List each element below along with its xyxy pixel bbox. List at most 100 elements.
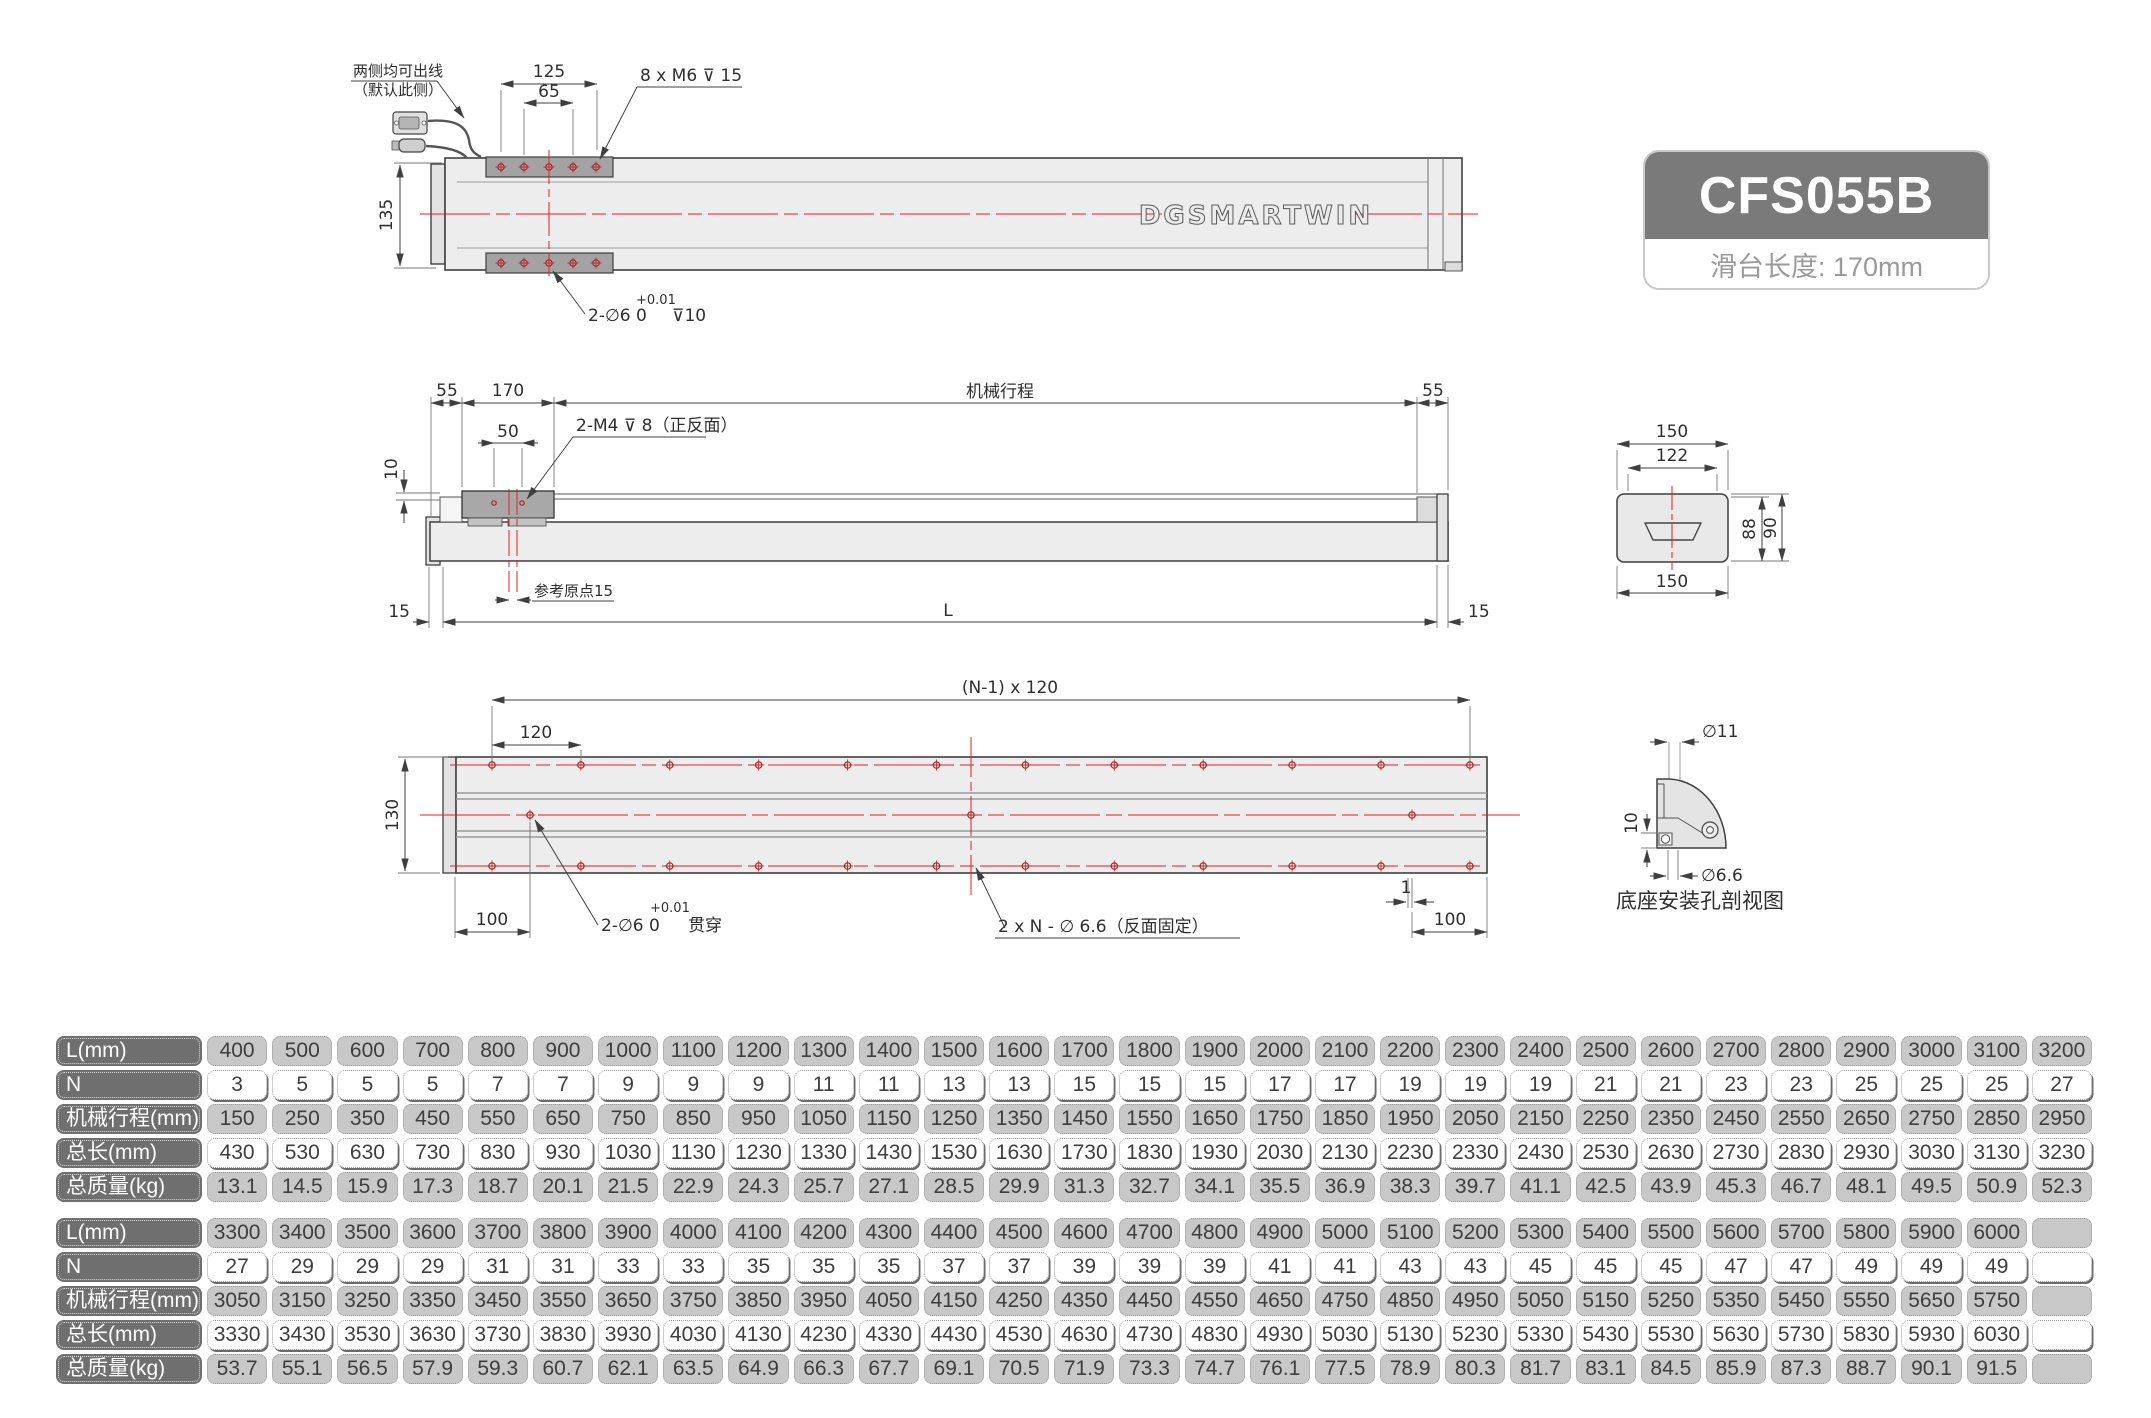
table-cell: 25 [1901,1070,1962,1100]
table-cell: 1950 [1380,1104,1441,1134]
table-cell: 5100 [1380,1218,1441,1248]
table-cell: 5730 [1771,1320,1832,1350]
dim-L: L [943,601,953,621]
table-cell: 5000 [1314,1218,1376,1248]
table-cell: 39 [1184,1252,1245,1282]
row-header: L(mm) [56,1218,202,1248]
table-cell: 29 [337,1252,398,1282]
table-cell: 2700 [1705,1036,1767,1066]
table-cell: 1100 [663,1036,724,1066]
table-cell: 80.3 [1445,1354,1506,1384]
table-cell: 74.7 [1184,1354,1245,1384]
table-cell: 5430 [1575,1320,1636,1350]
table-cell: 90.1 [1901,1354,1962,1384]
table-cell: 2100 [1314,1036,1376,1066]
dim-pitch-total: (N-1) x 120 [962,678,1058,698]
table-cell: 3950 [793,1286,854,1316]
table-cell: 13.1 [207,1172,268,1202]
table-cell: 400 [207,1036,268,1066]
table-cell: 2000 [1249,1036,1310,1066]
table-cell: 35 [793,1252,854,1282]
dim-55-left: 55 [436,381,458,401]
hole-callout: 2 x N - ∅ 6.6（反面固定） [998,917,1209,937]
table-cell: 91.5 [1966,1354,2027,1384]
table-cell: 2500 [1575,1036,1636,1066]
table-cell: 33 [663,1252,724,1282]
table-cell [2031,1286,2092,1316]
cross-section-view: 150 122 88 90 150 [1616,422,1789,599]
table-cell: 41 [1249,1252,1310,1282]
table-cell: 1230 [728,1138,789,1168]
pin-callout: 2-∅6 0 [588,306,647,326]
table-cell: 700 [402,1036,463,1066]
table-cell: 45 [1510,1252,1571,1282]
table-cell: 2130 [1314,1138,1376,1168]
table-cell: 3550 [532,1286,594,1316]
dim-55-right: 55 [1422,381,1444,401]
origin-note: 参考原点15 [534,582,613,600]
table-cell: 24.3 [728,1172,789,1202]
table-cell: 1830 [1119,1138,1180,1168]
table-cell: 4430 [923,1320,985,1350]
table-cell: 1450 [1054,1104,1115,1134]
table-cell: 3500 [337,1218,398,1248]
table-cell: 67.7 [858,1354,919,1384]
table-cell: 4900 [1249,1218,1310,1248]
table-cell: 5030 [1314,1320,1376,1350]
table-cell [2031,1218,2092,1248]
table-cell: 39 [1054,1252,1115,1282]
table-cell: 5300 [1510,1218,1571,1248]
base-hole-detail-view: ∅11 10 ∅6.6 底座安装孔剖视图 [1616,722,1784,913]
table-cell: 9 [728,1070,789,1100]
table-cell: 600 [337,1036,398,1066]
table-cell: 6030 [1966,1320,2027,1350]
table-cell: 3900 [598,1218,659,1248]
table-cell: 60.7 [532,1354,594,1384]
stroke-label: 机械行程 [966,382,1034,402]
table-cell: 5630 [1705,1320,1767,1350]
table-cell: 35 [728,1252,789,1282]
table-cell: 21.5 [598,1172,659,1202]
table-cell: 2400 [1510,1036,1571,1066]
table-cell: 85.9 [1705,1354,1767,1384]
table-cell: 49 [1836,1252,1897,1282]
table-cell: 5400 [1575,1218,1636,1248]
table-cell: 17 [1249,1070,1310,1100]
table-cell: 4750 [1314,1286,1376,1316]
table-cell: 23 [1705,1070,1767,1100]
table-cell: 1250 [923,1104,985,1134]
table-cell: 17.3 [402,1172,463,1202]
table-cell: 3930 [598,1320,659,1350]
table-cell: 430 [207,1138,268,1168]
dim-135: 135 [377,199,397,231]
table-cell: 25 [1836,1070,1897,1100]
dim-1: 1 [1401,878,1412,898]
table-cell: 5550 [1836,1286,1897,1316]
bottom-pin-callout: 2-∅6 0 [601,916,660,936]
table-cell: 84.5 [1640,1354,1701,1384]
table-cell: 5 [337,1070,398,1100]
table-cell [2031,1354,2092,1384]
table-cell: 70.5 [989,1354,1050,1384]
table-cell: 3800 [532,1218,594,1248]
table-cell: 5350 [1705,1286,1767,1316]
table-cell: 530 [272,1138,333,1168]
table-cell: 3850 [728,1286,789,1316]
table-cell: 5600 [1705,1218,1767,1248]
table-cell: 53.7 [207,1354,268,1384]
table-cell: 21 [1575,1070,1636,1100]
table-cell: 43.9 [1640,1172,1701,1202]
table-cell: 66.3 [793,1354,854,1384]
dim-90: 90 [1761,517,1781,539]
table-cell: 49.5 [1901,1172,1962,1202]
table-cell: 15 [1119,1070,1180,1100]
table-cell: 19 [1380,1070,1441,1100]
table-cell: 750 [598,1104,659,1134]
table-cell [2031,1252,2092,1282]
table-cell: 2730 [1705,1138,1767,1168]
table-cell: 1300 [793,1036,854,1066]
dim-130: 130 [383,799,403,831]
